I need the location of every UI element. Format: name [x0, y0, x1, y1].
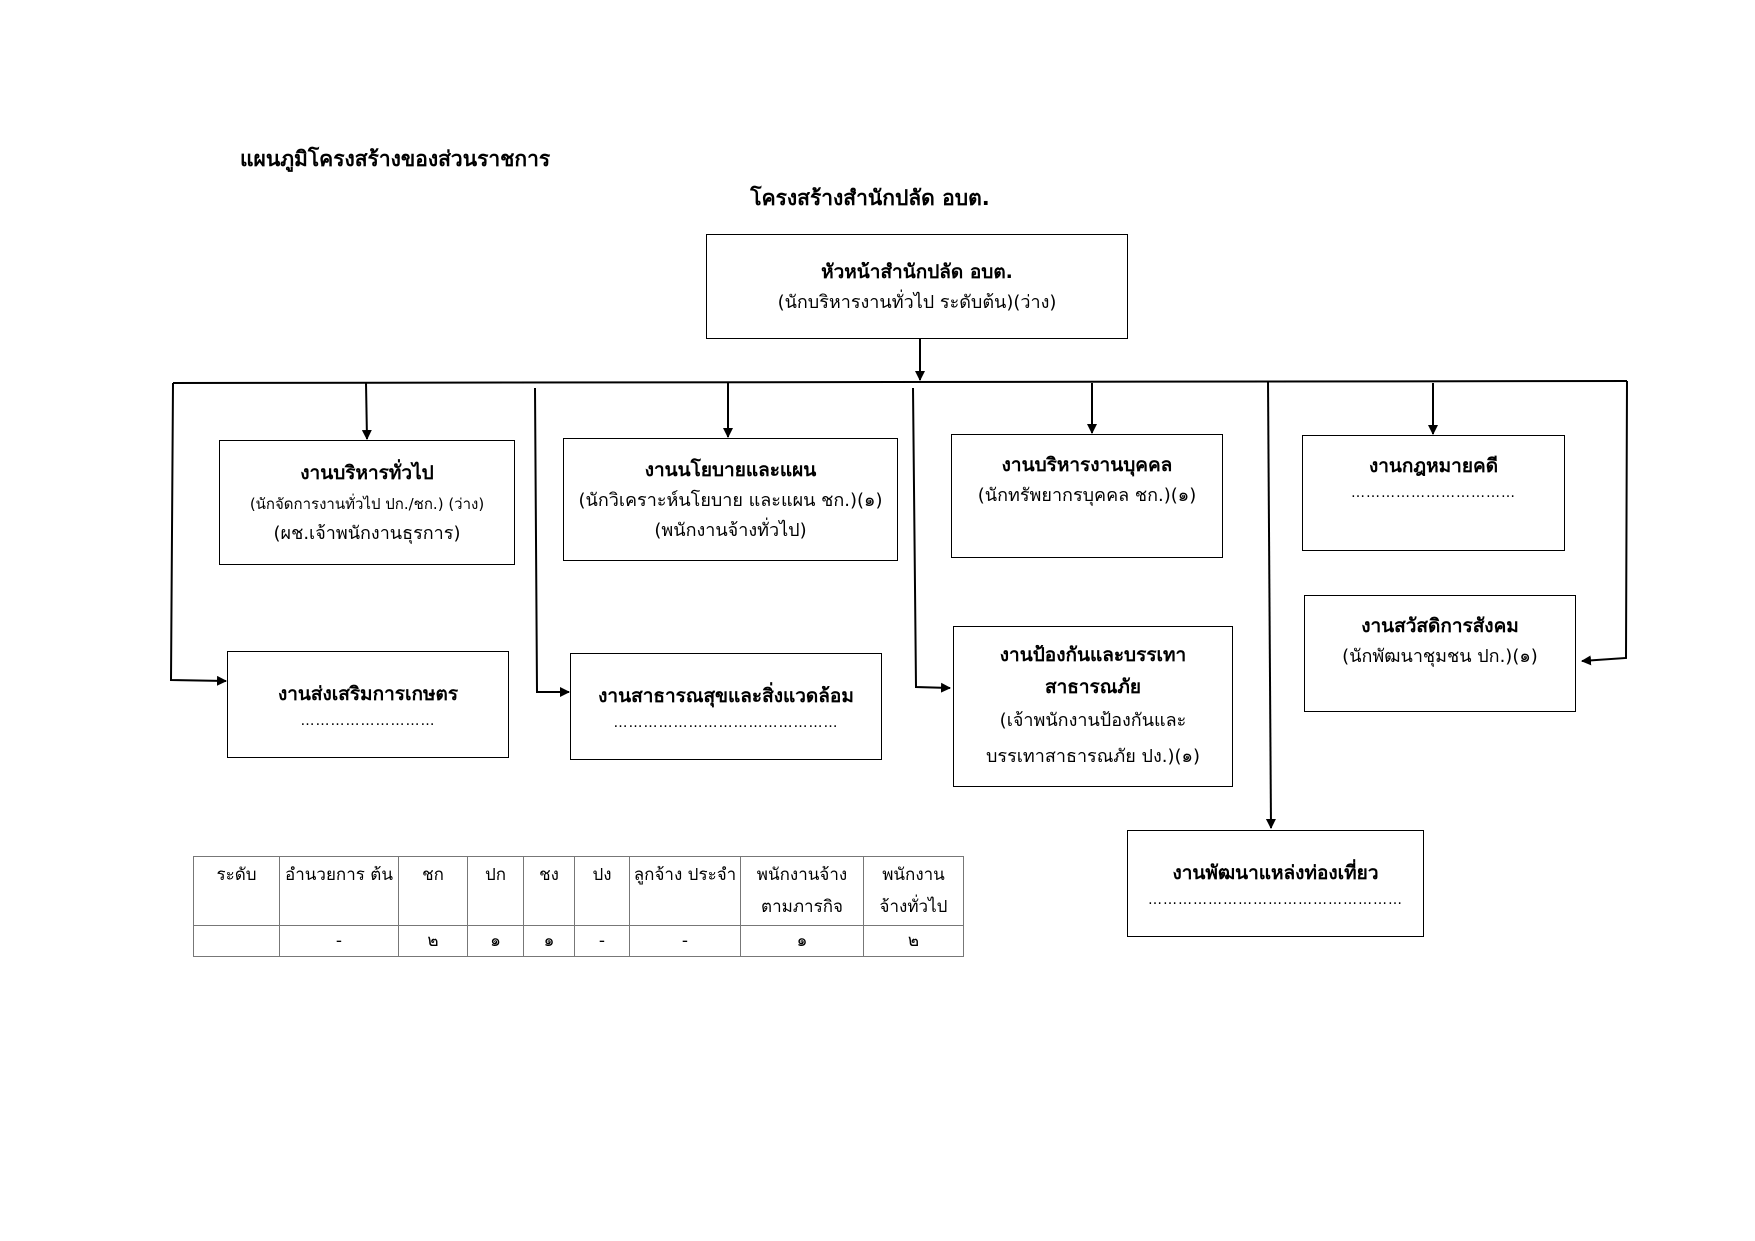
head-subtitle: (นักบริหารงานทั่วไป ระดับต้น)(ว่าง): [777, 291, 1057, 313]
table-cell: ๒: [863, 925, 964, 957]
unit-title: งานพัฒนาแหล่งท่องเที่ยว: [1172, 861, 1379, 884]
unit-title: งานป้องกันและบรรเทา สาธารณภัย: [999, 643, 1187, 698]
table-cell: -: [279, 925, 399, 957]
unit-title: งานสาธารณสุขและสิ่งแวดล้อม: [598, 684, 854, 707]
unit-line: (พนักงานจ้างทั่วไป): [654, 519, 807, 541]
table-cell: ๑: [523, 925, 575, 957]
unit-placeholder: ………………………………………: [613, 714, 839, 731]
table-cell: ๑: [467, 925, 524, 957]
unit-social-welfare: งานสวัสดิการสังคม (นักพัฒนาชุมชน ปก.)(๑): [1304, 595, 1576, 712]
unit-line: (นักทรัพยากรบุคคล ชก.)(๑): [977, 485, 1197, 506]
table-header: ปก: [467, 856, 524, 926]
unit-line: (นักจัดการงานทั่วไป ปก./ชก.) (ว่าง): [249, 494, 485, 513]
unit-legal: งานกฎหมายคดี ……………………………: [1302, 435, 1565, 551]
table-cell: -: [574, 925, 630, 957]
drop-general-admin: [361, 382, 372, 440]
table-cell: [193, 925, 280, 957]
elbow-social-welfare: [1581, 380, 1628, 666]
head-box: หัวหน้าสำนักปลัด อบต. (นักบริหารงานทั่วไ…: [706, 234, 1128, 339]
main-bus: [172, 380, 1628, 384]
table-row: - ๒ ๑ ๑ - - ๑ ๒: [193, 925, 964, 957]
unit-title: งานบริหารทั่วไป: [300, 461, 434, 484]
unit-public-health: งานสาธารณสุขและสิ่งแวดล้อม ……………………………………: [570, 653, 882, 760]
table-cell: ๒: [398, 925, 468, 957]
unit-line: (ผช.เจ้าพนักงานธุรการ): [273, 522, 461, 544]
table-header: อำนวยการ ต้น: [279, 856, 399, 926]
table-header: พนักงานจ้าง ตามภารกิจ: [740, 856, 864, 926]
elbow-disaster: [912, 387, 951, 693]
chart-title: โครงสร้างสำนักปลัด อบต.: [750, 186, 990, 210]
unit-placeholder: ……………………………………………: [1148, 891, 1403, 908]
unit-tourism: งานพัฒนาแหล่งท่องเที่ยว ……………………………………………: [1127, 830, 1424, 937]
unit-placeholder: ……………………………: [1351, 485, 1516, 501]
unit-line: (เจ้าพนักงานป้องกันและ: [999, 709, 1187, 731]
table-header: พนักงาน จ้างทั่วไป: [863, 856, 964, 926]
staff-table: ระดับ อำนวยการ ต้น ชก ปก ชง ปง ลูกจ้าง ป…: [193, 856, 964, 957]
unit-title: งานบริหารงานบุคคล: [1001, 454, 1173, 476]
head-title: หัวหน้าสำนักปลัด อบต.: [821, 260, 1013, 283]
table-header: ชง: [523, 856, 575, 926]
unit-line: (นักวิเคราะห์นโยบาย และแผน ชก.)(๑): [578, 489, 883, 511]
drop-tourism: [1265, 380, 1276, 829]
unit-line: บรรเทาสาธารณภัย ปง.)(๑): [985, 745, 1200, 767]
unit-general-admin: งานบริหารทั่วไป (นักจัดการงานทั่วไป ปก./…: [219, 440, 515, 565]
unit-policy-plan: งานนโยบายและแผน (นักวิเคราะห์นโยบาย และแ…: [563, 438, 898, 561]
table-header: ระดับ: [193, 856, 280, 926]
unit-personnel: งานบริหารงานบุคคล (นักทรัพยากรบุคคล ชก.)…: [951, 434, 1223, 558]
table-header: ปง: [574, 856, 630, 926]
unit-title: งานสวัสดิการสังคม: [1361, 615, 1519, 637]
table-header: ลูกจ้าง ประจำ: [629, 856, 741, 926]
unit-line: (นักพัฒนาชุมชน ปก.)(๑): [1342, 646, 1538, 667]
unit-agriculture: งานส่งเสริมการเกษตร ………………………: [227, 651, 509, 758]
table-header: ชก: [398, 856, 468, 926]
unit-placeholder: ………………………: [300, 712, 436, 729]
elbow-public-health: [534, 387, 570, 697]
elbow-agriculture: [169, 382, 227, 686]
unit-disaster: งานป้องกันและบรรเทา สาธารณภัย (เจ้าพนักง…: [953, 626, 1233, 787]
table-header-row: ระดับ อำนวยการ ต้น ชก ปก ชง ปง ลูกจ้าง ป…: [193, 856, 964, 926]
page-title: แผนภูมิโครงสร้างของส่วนราชการ: [240, 147, 551, 171]
unit-title: งานกฎหมายคดี: [1368, 455, 1499, 477]
table-cell: ๑: [740, 925, 864, 957]
unit-title: งานส่งเสริมการเกษตร: [277, 682, 459, 705]
table-cell: -: [629, 925, 741, 957]
unit-title: งานนโยบายและแผน: [644, 458, 817, 481]
